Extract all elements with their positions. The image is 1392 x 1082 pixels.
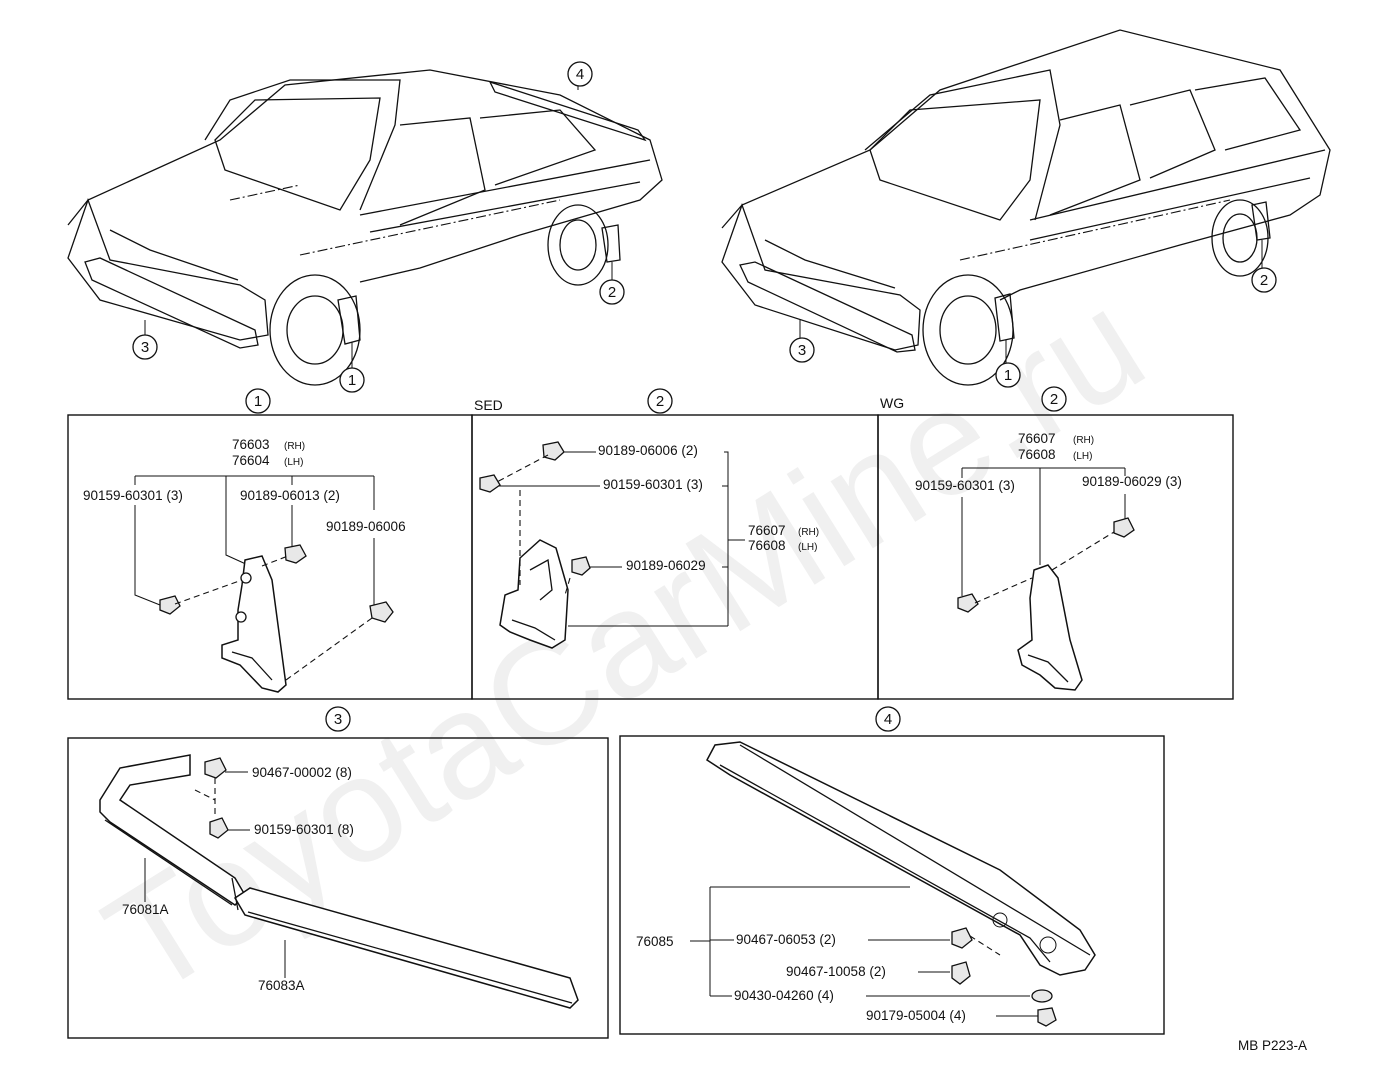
panel1-screw-label: 90159-60301 (3) [83, 488, 183, 503]
panel3-center-label: 76081A [122, 902, 169, 917]
panel1-clip-label: 90189-06013 (2) [240, 488, 340, 503]
panel2-wg-clip-label: 90189-06029 (3) [1082, 474, 1182, 489]
panel2-wg-mudguard: 76607 (RH) 76608 (LH) 90159-60301 (3) 90… [915, 431, 1182, 691]
callout-1-sedan: 1 [348, 372, 356, 389]
panel2-wg-lh-tag: (LH) [1073, 451, 1092, 462]
sedan-callouts: 4 2 3 1 [132, 61, 625, 393]
panel4-callout: 4 [884, 711, 892, 728]
panel2-sed-assembly-lh: 76608 [748, 538, 786, 553]
callout-3-sedan: 3 [141, 339, 149, 356]
panel2-wg-assembly-lh: 76608 [1018, 447, 1056, 462]
panel4-box [619, 735, 1165, 1035]
panel3-nut-label: 90467-00002 (8) [252, 765, 352, 780]
panel4-cap-label: 90179-05004 (4) [866, 1008, 966, 1023]
panel3-screw-label: 90159-60301 (8) [254, 822, 354, 837]
panel1-assembly-rh: 76603 [232, 437, 270, 452]
figure-code: MB P223-A [1238, 1038, 1307, 1053]
panel2-sed-clip-label: 90189-06029 [626, 558, 706, 573]
callout-2-sedan: 2 [608, 284, 616, 301]
panel2-wg-rh-tag: (RH) [1073, 435, 1094, 446]
panel1-callout: 1 [254, 393, 262, 410]
panel2-sed-assembly-rh: 76607 [748, 523, 786, 538]
panel4-clip-b-label: 90467-10058 (2) [786, 964, 886, 979]
sedan-illustration [67, 69, 663, 386]
wagon-illustration [721, 29, 1331, 386]
panel2-sed-retainer-label: 90189-06006 (2) [598, 443, 698, 458]
panel2-sed-callout: 2 [656, 393, 664, 410]
panel2-wg-callout: 2 [1050, 391, 1058, 408]
callout-1-wagon: 1 [1004, 367, 1012, 384]
panel1-mudguard: 76603 (RH) 76604 (LH) 90159-60301 (3) 90… [83, 437, 406, 693]
variant-wg-label: WG [880, 395, 904, 411]
wagon-callouts: 2 3 1 [789, 267, 1277, 388]
panel1-lh-tag: (LH) [284, 457, 303, 468]
callout-4-sedan: 4 [576, 66, 584, 83]
panel4-spoiler-label: 76085 [636, 934, 674, 949]
panel2-sed-screw-label: 90159-60301 (3) [603, 477, 703, 492]
callout-3-wagon: 3 [798, 342, 806, 359]
panel4-washer-label: 90430-04260 (4) [734, 988, 834, 1003]
panel2-sed-lh-tag: (LH) [798, 542, 817, 553]
callout-2-wagon: 2 [1260, 272, 1268, 289]
panel1-rh-tag: (RH) [284, 441, 305, 452]
panel1-retainer-label: 90189-06006 [326, 519, 406, 534]
panel4-rear-spoiler: 76085 90467-06053 (2) 90467-10058 (2) 90… [636, 741, 1096, 1027]
panel2-sed-mudguard: 90189-06006 (2) 90159-60301 (3) 76607 (R… [479, 441, 819, 649]
panel2-wg-box [877, 414, 1234, 700]
panel4-clip-a-label: 90467-06053 (2) [736, 932, 836, 947]
panel3-side-label: 76083A [258, 978, 305, 993]
panel2-sed-rh-tag: (RH) [798, 527, 819, 538]
panel2-wg-assembly-rh: 76607 [1018, 431, 1056, 446]
panel3-box [67, 737, 609, 1039]
panel3-front-spoiler: 90467-00002 (8) 90159-60301 (8) 76081A 7… [99, 754, 579, 1009]
panel2-wg-screw-label: 90159-60301 (3) [915, 478, 1015, 493]
variant-sed-label: SED [474, 397, 503, 413]
panel3-callout: 3 [334, 711, 342, 728]
panel1-assembly-lh: 76604 [232, 453, 270, 468]
